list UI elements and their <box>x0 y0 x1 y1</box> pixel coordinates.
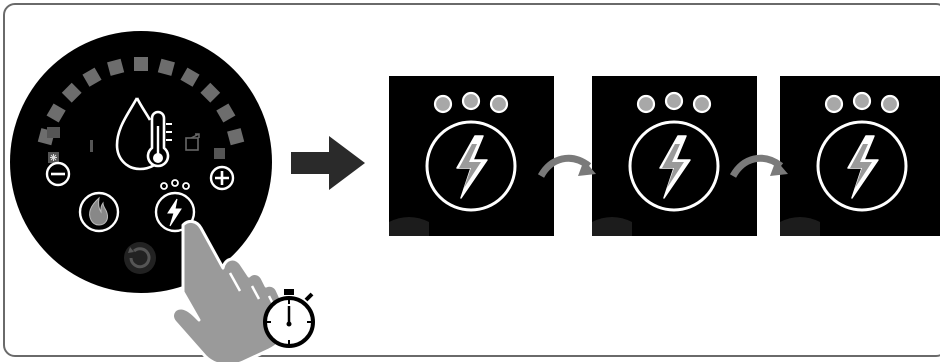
minus-button[interactable] <box>45 161 71 187</box>
lightning-boost-icon <box>167 198 182 227</box>
reset-button[interactable] <box>124 242 156 274</box>
indicator-dot <box>852 91 872 111</box>
snowflake-icon <box>48 152 59 163</box>
sequence-step <box>592 76 757 236</box>
indicator-dot <box>692 94 712 114</box>
reset-icon <box>129 247 151 269</box>
transition-arrow <box>537 154 596 178</box>
level-segment <box>200 82 221 103</box>
level-segment <box>107 58 125 76</box>
indicator-dot <box>824 94 844 114</box>
indicator-dot <box>461 91 481 111</box>
indicator-dot <box>636 94 656 114</box>
external-indicator-icon <box>185 133 200 151</box>
transition-arrow <box>729 154 788 178</box>
level-segment <box>46 103 66 123</box>
indicator-dot <box>880 94 900 114</box>
indicator-dot <box>664 91 684 111</box>
boost-ring <box>628 120 720 212</box>
control-panel <box>10 31 272 293</box>
level-segment <box>157 58 175 76</box>
status-mark <box>90 140 93 152</box>
boost-indicator-dots <box>160 179 190 190</box>
boost-ring <box>425 120 517 212</box>
level-segment <box>82 67 102 87</box>
level-segment <box>216 103 236 123</box>
level-segment <box>227 128 245 146</box>
flow-arrow <box>291 136 365 190</box>
flame-button[interactable] <box>78 191 120 233</box>
right-indicator <box>214 148 225 159</box>
sequence-step <box>389 76 554 236</box>
water-temperature-icon <box>115 97 172 171</box>
boost-button[interactable] <box>154 191 196 233</box>
level-segment <box>134 57 148 71</box>
level-segment <box>61 82 82 103</box>
flame-icon <box>89 196 108 226</box>
level-segment-arc <box>37 57 245 146</box>
boost-ring <box>816 120 908 212</box>
indicator-dot <box>433 94 453 114</box>
stopwatch-icon <box>263 289 315 348</box>
boost-sequence <box>389 76 940 236</box>
sequence-step <box>780 76 940 236</box>
plus-button[interactable] <box>209 165 235 191</box>
level-segment <box>180 67 200 87</box>
indicator-dot <box>489 94 509 114</box>
moon-icon <box>47 127 60 138</box>
